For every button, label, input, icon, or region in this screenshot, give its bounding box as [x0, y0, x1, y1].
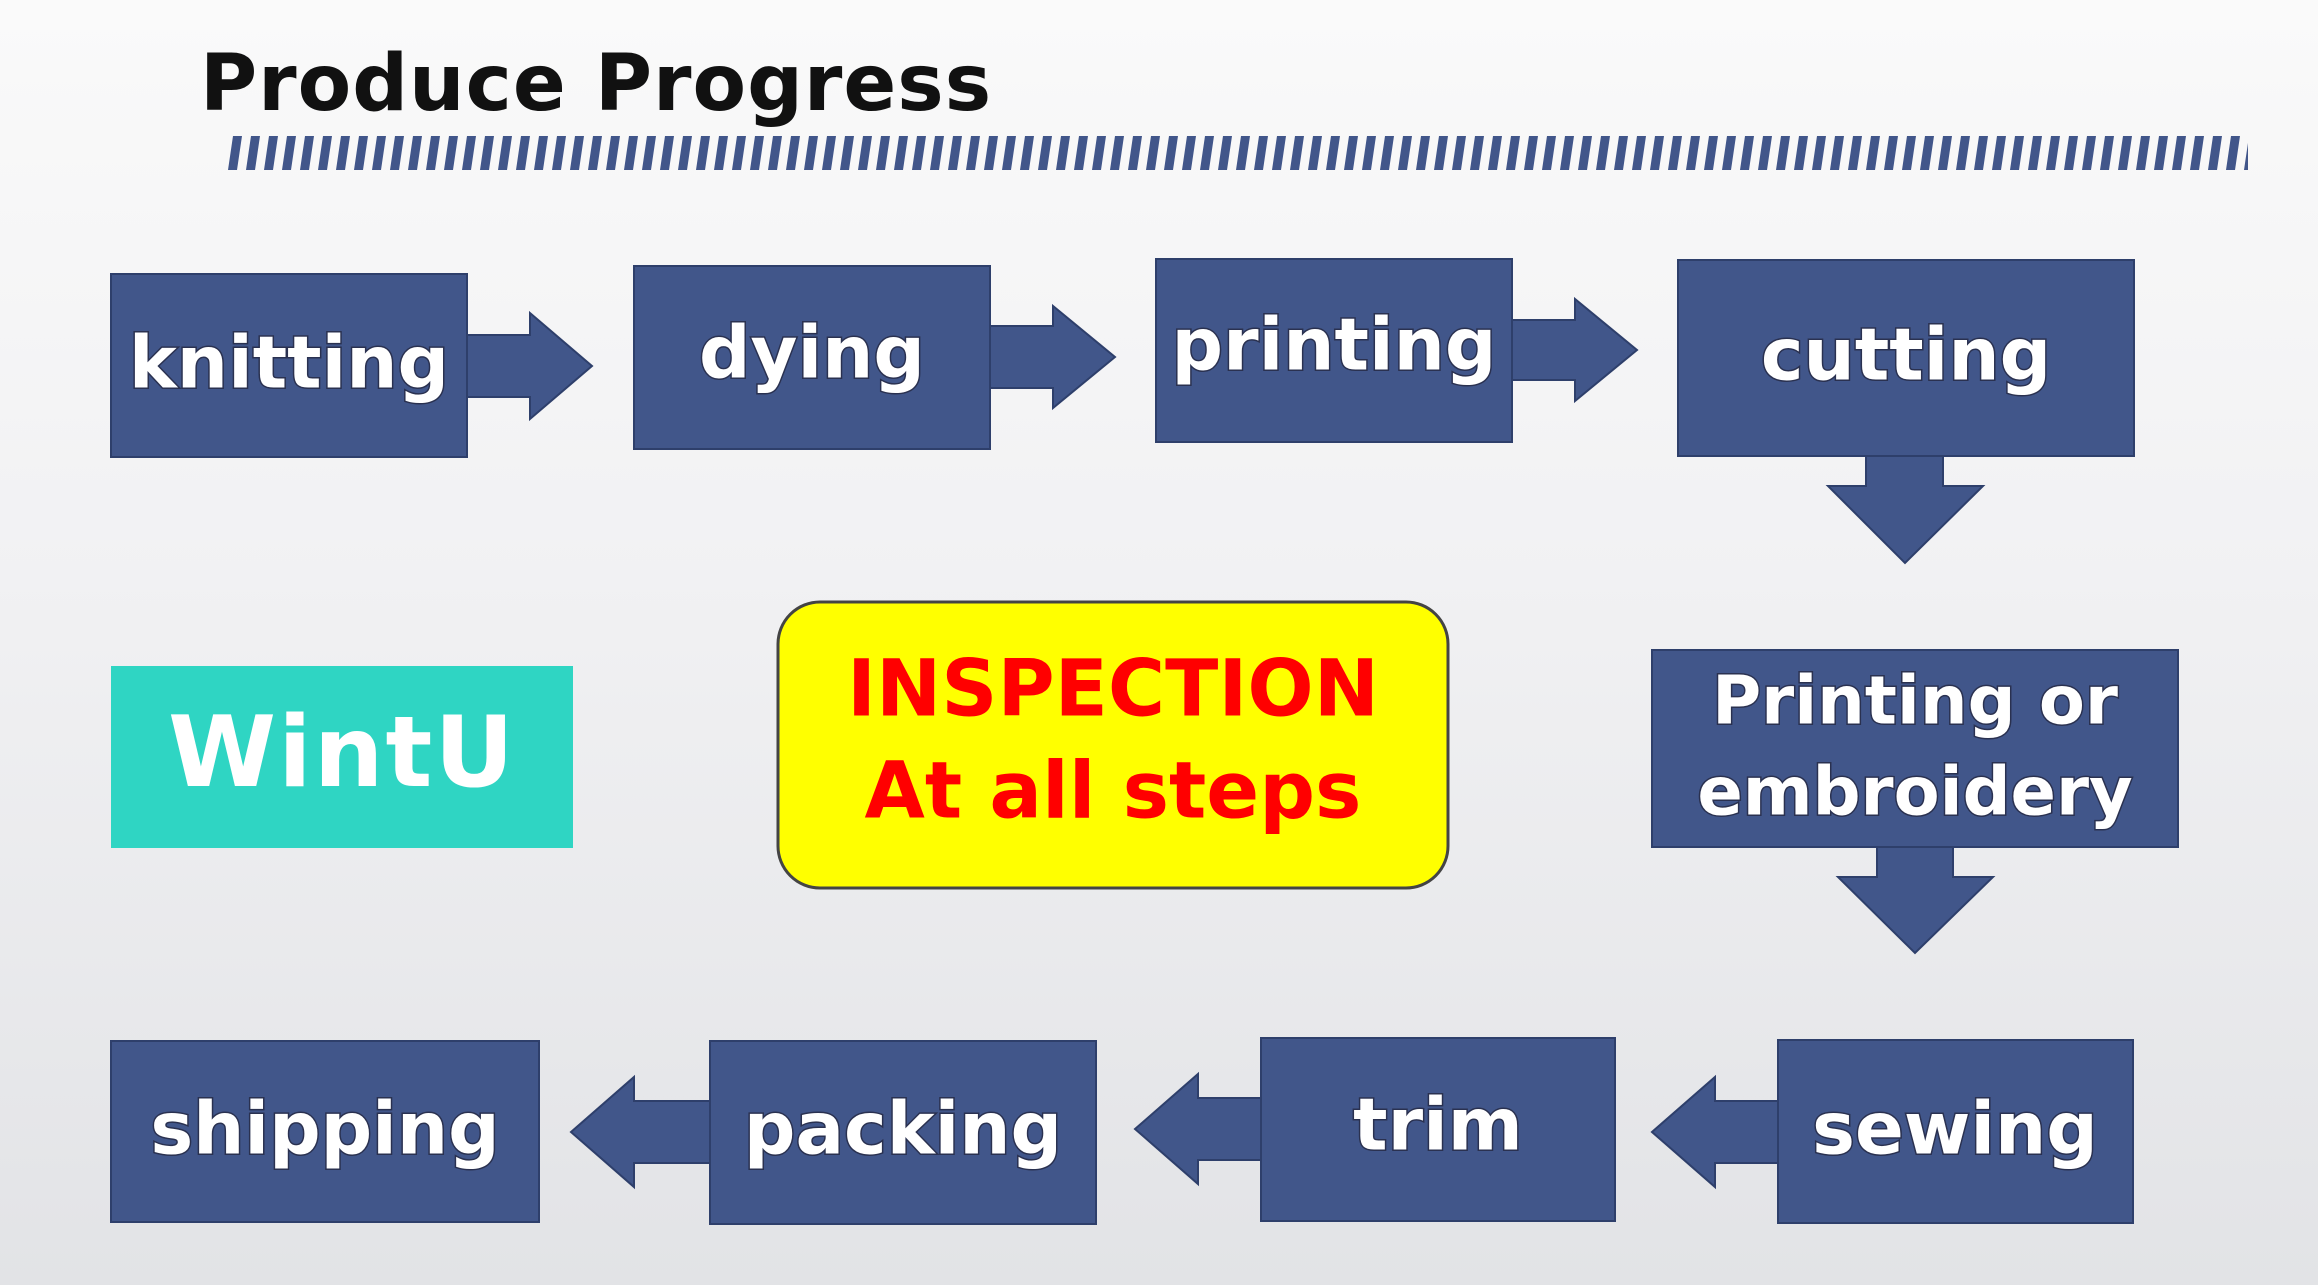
- step-sewing: sewing: [1777, 1039, 2134, 1224]
- step-shipping: shipping: [110, 1040, 540, 1223]
- step-dying: dying: [633, 265, 991, 450]
- wintu-logo-background: [111, 666, 573, 848]
- step-shipping-box: [110, 1040, 540, 1223]
- page-title: Produce Progress: [200, 39, 993, 129]
- step-packing-box: [709, 1040, 1097, 1225]
- step-printing-or-embroidery: Printing or embroidery: [1651, 649, 2179, 848]
- step-trim-box: [1260, 1037, 1616, 1222]
- arrow-left-3: [569, 1074, 711, 1190]
- arrow-right-2: [989, 303, 1117, 411]
- arrow-right-1: [466, 310, 594, 422]
- step-printing-or-embroidery-label-line2: embroidery: [1697, 753, 2132, 831]
- arrow-left-1: [1650, 1074, 1779, 1190]
- step-printing-or-embroidery-label-line1: Printing or: [1712, 662, 2118, 740]
- wintu-logo-text: WintU: [168, 696, 516, 810]
- title-divider-rule: [228, 136, 2248, 170]
- wintu-logo: WintU: [111, 666, 573, 848]
- step-cutting: cutting: [1677, 259, 2135, 457]
- step-printing-box: [1155, 258, 1513, 443]
- arrow-down-2: [1835, 846, 1996, 955]
- step-dying-label: dying: [699, 311, 925, 395]
- arrow-left-2: [1133, 1071, 1262, 1187]
- step-sewing-label: sewing: [1812, 1087, 2098, 1171]
- step-packing: packing: [709, 1040, 1097, 1225]
- step-knitting-label: knitting: [129, 321, 449, 405]
- inspection-callout: INSPECTION At all steps: [776, 600, 1450, 890]
- arrow-down-1: [1825, 455, 1986, 565]
- step-trim-label: trim: [1353, 1083, 1523, 1167]
- inspection-title: INSPECTION: [847, 644, 1379, 734]
- step-printing-or-embroidery-box: [1651, 649, 2179, 848]
- step-knitting: knitting: [110, 273, 468, 458]
- step-printing-label: printing: [1172, 303, 1497, 387]
- arrow-right-3: [1511, 296, 1639, 404]
- step-printing: printing: [1155, 258, 1513, 443]
- step-trim: trim: [1260, 1037, 1616, 1222]
- step-packing-label: packing: [744, 1087, 1062, 1171]
- step-knitting-box: [110, 273, 468, 458]
- inspection-box: [776, 600, 1450, 890]
- inspection-subtitle: At all steps: [865, 746, 1362, 836]
- step-cutting-label: cutting: [1761, 313, 2051, 397]
- step-sewing-box: [1777, 1039, 2134, 1224]
- step-shipping-label: shipping: [150, 1087, 499, 1171]
- step-cutting-box: [1677, 259, 2135, 457]
